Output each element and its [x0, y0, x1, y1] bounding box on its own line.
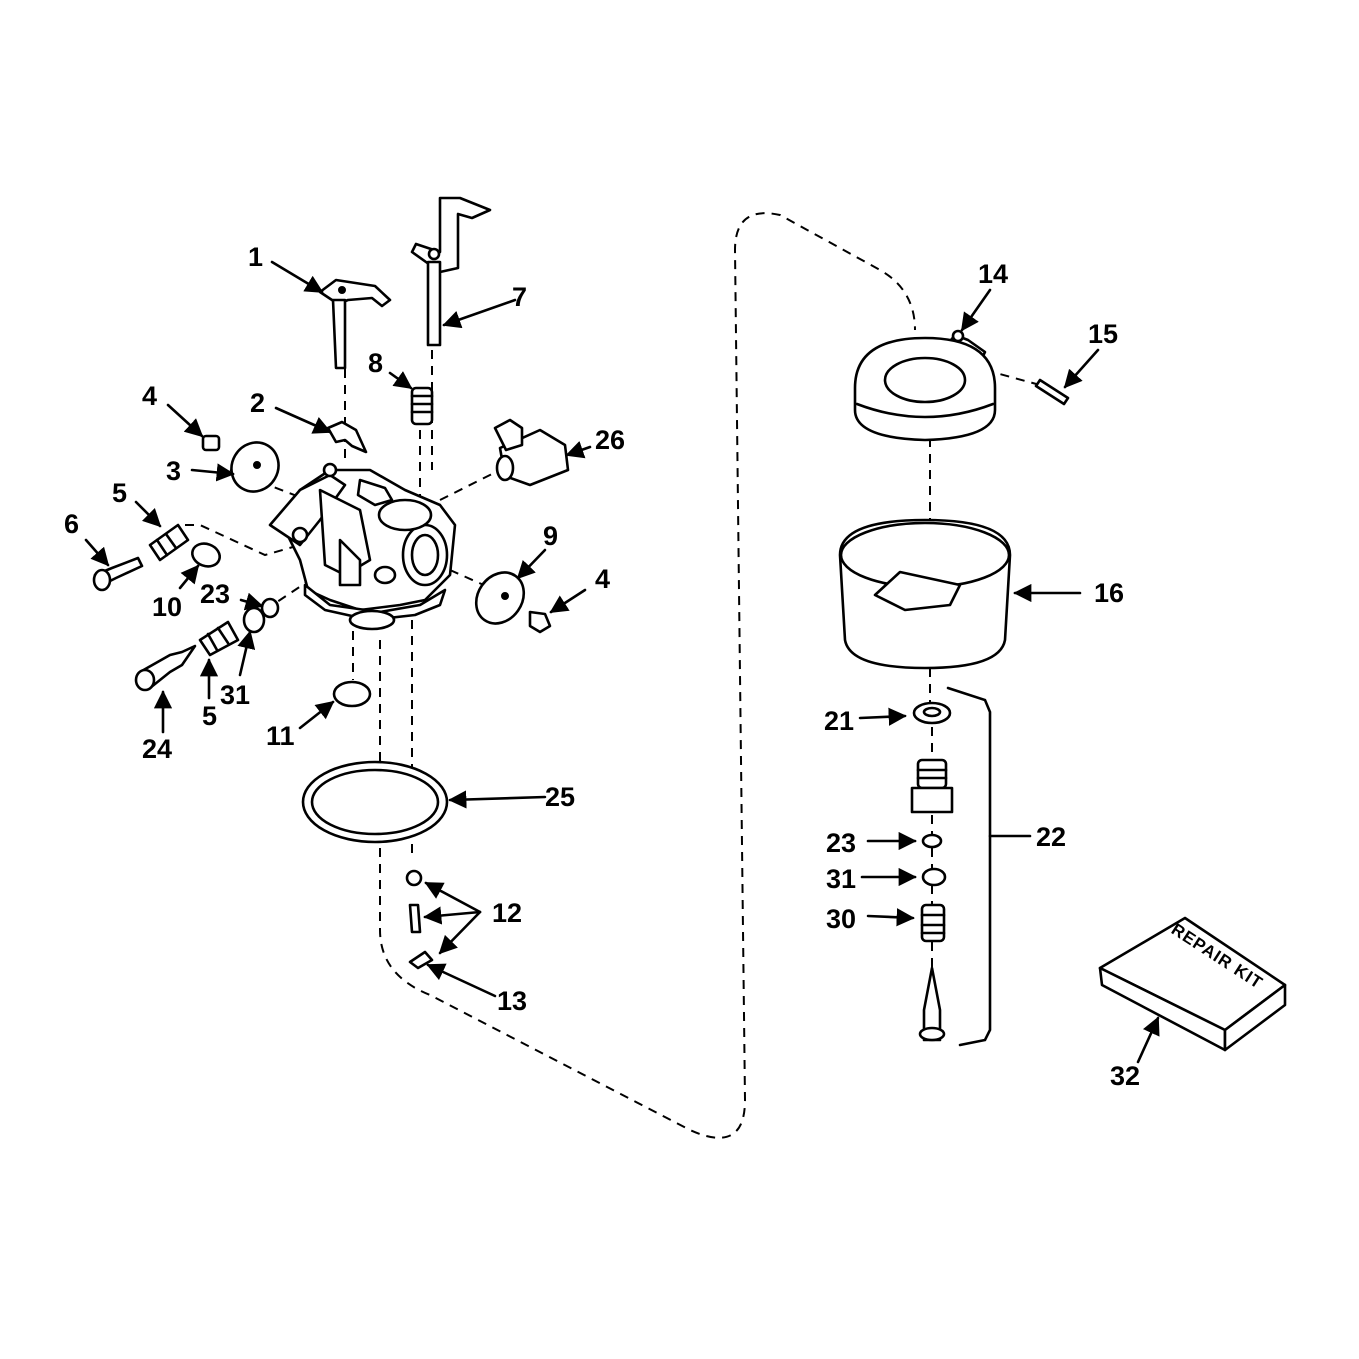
- choke-shaft-part: [410, 196, 492, 347]
- pin-part-15: [1034, 378, 1070, 406]
- callout-14: 14: [978, 259, 1008, 289]
- plug-part-11: [332, 680, 372, 708]
- callout-6: 6: [64, 509, 79, 539]
- callout-2: 2: [250, 388, 265, 418]
- spring-part-30: [920, 903, 946, 943]
- carburetor-body: [268, 462, 457, 631]
- clip-part: [326, 420, 368, 454]
- pin-parts-12: [405, 869, 434, 970]
- screw-part-4-right: [528, 610, 552, 634]
- leader-arrows: [84, 260, 1160, 1064]
- callout-32: 32: [1110, 1061, 1140, 1091]
- callout-26: 26: [595, 425, 625, 455]
- callout-7: 7: [512, 282, 527, 312]
- needle-part: [918, 966, 946, 1042]
- callout-10: 10: [152, 592, 182, 622]
- needle-screw-part-24: [134, 644, 197, 692]
- callout-16: 16: [1094, 578, 1124, 608]
- spring-part: [410, 386, 434, 426]
- screw-part-6: [92, 556, 144, 592]
- callout-15: 15: [1088, 319, 1118, 349]
- callout-9: 9: [543, 521, 558, 551]
- callout-25: 25: [545, 782, 575, 812]
- disk-part-3: [230, 441, 280, 493]
- callout-4-right: 4: [595, 564, 610, 594]
- repair-kit-box: REPAIR KIT: [1098, 916, 1287, 1052]
- callout-5-upper: 5: [112, 478, 127, 508]
- spring-part-5-lower: [198, 620, 240, 657]
- callout-4-left: 4: [142, 381, 157, 411]
- callout-31-left: 31: [220, 680, 250, 710]
- throttle-lever-part: [318, 278, 392, 370]
- disk-part-9: [474, 571, 526, 625]
- seal-part-31-right: [921, 867, 947, 887]
- gasket-ring-part-25: [301, 760, 449, 844]
- callout-24: 24: [142, 734, 172, 764]
- elbow-fitting-part: [493, 418, 570, 487]
- callout-labels: 1 2 3 4 5 6 7 8 9 4 26 10 23 31 5 24 11 …: [64, 242, 1140, 1091]
- group-bracket-22: [946, 686, 992, 1047]
- callout-23-right: 23: [826, 828, 856, 858]
- float-bowl-part-16: [838, 518, 1012, 670]
- callout-13: 13: [497, 986, 527, 1016]
- seal-part-31-left: [242, 606, 266, 634]
- float-part: [853, 336, 997, 442]
- callout-22: 22: [1036, 822, 1066, 852]
- callout-21: 21: [824, 706, 854, 736]
- callout-5-lower: 5: [202, 701, 217, 731]
- screw-part-4-left: [201, 434, 221, 452]
- callout-3: 3: [166, 456, 181, 486]
- callout-1: 1: [248, 242, 263, 272]
- callout-23-left: 23: [200, 579, 230, 609]
- callout-30: 30: [826, 904, 856, 934]
- callout-12: 12: [492, 898, 522, 928]
- callout-31-right: 31: [826, 864, 856, 894]
- jet-nut-part: [910, 758, 954, 814]
- washer-part-21: [912, 701, 952, 725]
- oring-part-10: [191, 542, 221, 568]
- callout-8: 8: [368, 348, 383, 378]
- washer-part-23-left: [260, 597, 280, 619]
- callout-11: 11: [266, 721, 295, 751]
- spring-part-5-upper: [148, 523, 190, 562]
- washer-part-23-right: [921, 833, 943, 849]
